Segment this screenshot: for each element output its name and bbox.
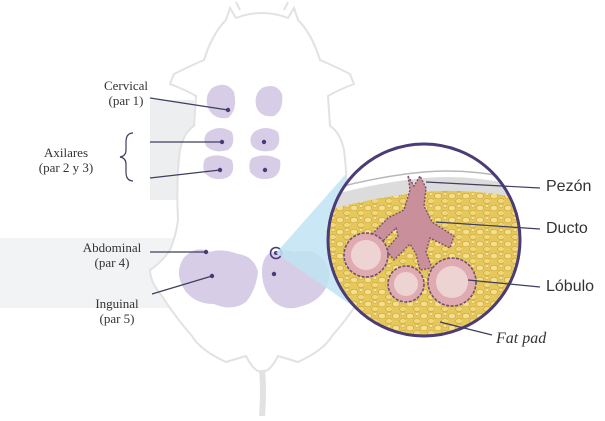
- label-abdominal-name: Abdominal: [62, 240, 162, 255]
- label-fat-pad: Fat pad: [496, 330, 546, 348]
- nipple-dot: [262, 140, 266, 144]
- label-cervical-name: Cervical: [84, 78, 168, 93]
- gland-axillary-3-left: [203, 155, 233, 179]
- label-inguinal-name: Inguinal: [72, 296, 162, 311]
- nipple-dot: [263, 168, 267, 172]
- label-abdominal: Abdominal (par 4): [62, 240, 162, 270]
- gland-cervical-right: [256, 86, 283, 116]
- label-cervical: Cervical (par 1): [84, 78, 168, 108]
- label-axilares: Axilares (par 2 y 3): [16, 145, 116, 175]
- label-lobulo: Lóbulo: [546, 278, 594, 296]
- magnified-tissue-circle: [328, 144, 520, 336]
- label-axilares-name: Axilares: [16, 145, 116, 160]
- label-abdominal-pair: (par 4): [62, 255, 162, 270]
- label-pezon: Pezón: [546, 178, 591, 196]
- nipple-dot: [272, 272, 276, 276]
- label-axilares-pair: (par 2 y 3): [16, 160, 116, 175]
- label-cervical-pair: (par 1): [84, 93, 168, 108]
- label-inguinal: Inguinal (par 5): [72, 296, 162, 326]
- label-inguinal-pair: (par 5): [72, 311, 162, 326]
- label-ducto: Ducto: [546, 220, 588, 238]
- gland-axillary-3-right: [249, 155, 280, 179]
